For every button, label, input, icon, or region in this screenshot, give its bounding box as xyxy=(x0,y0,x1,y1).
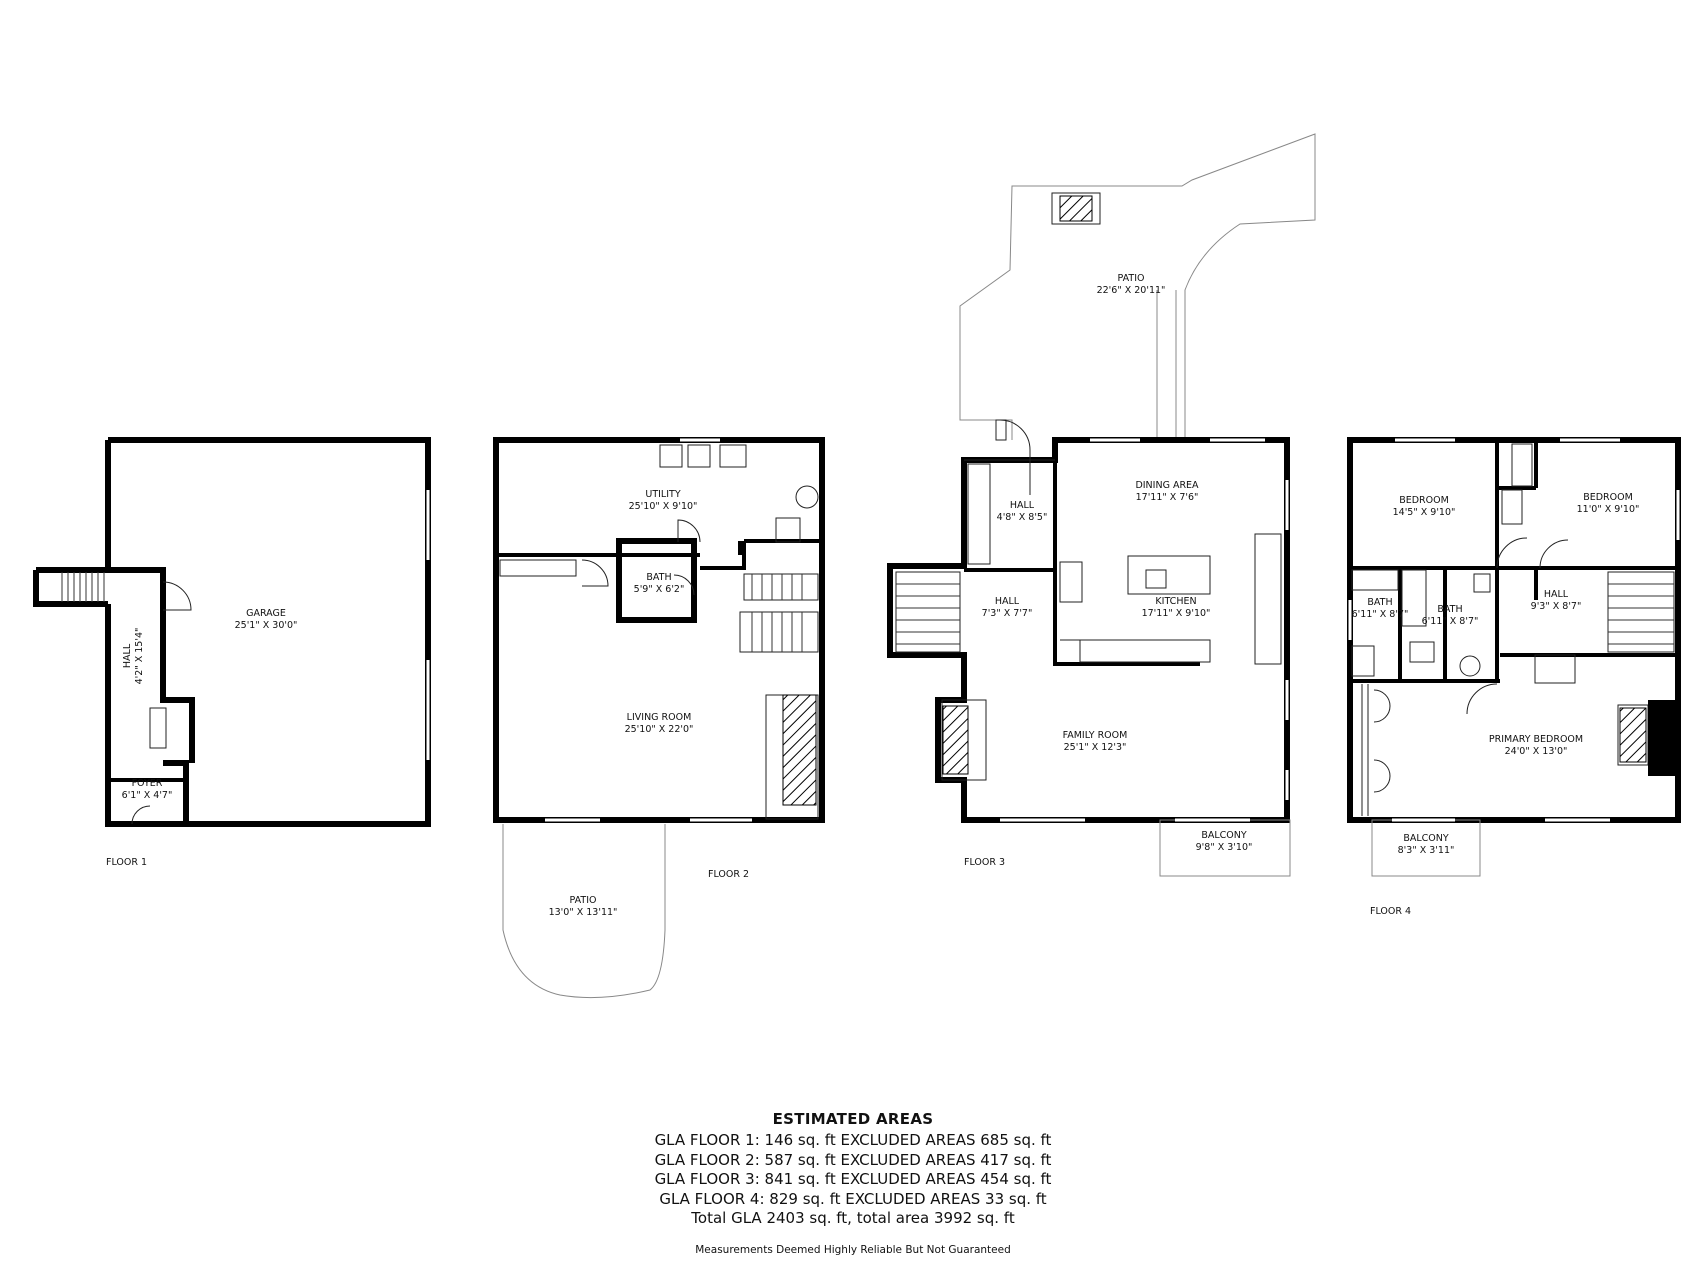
room-size: 9'8" X 3'10" xyxy=(1196,842,1253,853)
room-size: 6'1" X 4'7" xyxy=(122,790,173,801)
room-name: KITCHEN xyxy=(1155,596,1196,607)
area-line: GLA FLOOR 1: 146 sq. ft EXCLUDED AREAS 6… xyxy=(654,1131,1052,1149)
room-size: 13'0" X 13'11" xyxy=(549,907,618,918)
room-size: 11'0" X 9'10" xyxy=(1577,504,1640,515)
room-name: BEDROOM xyxy=(1399,495,1449,506)
room-name: PATIO xyxy=(570,895,597,906)
room-name: BATH xyxy=(1367,597,1392,608)
disclaimer: Measurements Deemed Highly Reliable But … xyxy=(695,1244,1011,1256)
room-name: BALCONY xyxy=(1201,830,1247,841)
floor-4-plan: FLOOR 4 xyxy=(1347,437,1681,917)
room-name: HALL xyxy=(1544,589,1569,600)
room-name: HALL xyxy=(122,643,133,668)
room-size: 25'1" X 12'3" xyxy=(1064,742,1127,753)
estimated-areas: ESTIMATED AREAS GLA FLOOR 1: 146 sq. ft … xyxy=(553,1110,1153,1229)
floor-3-patio xyxy=(959,133,1316,440)
floor-2-stairs xyxy=(739,573,819,653)
room-label: HALL4'2" X 15'4" xyxy=(122,628,145,685)
room-name: PATIO xyxy=(1118,273,1145,284)
floor-2-patio xyxy=(502,824,666,999)
room-size: 4'2" X 15'4" xyxy=(134,628,145,685)
room-name: LIVING ROOM xyxy=(627,712,692,723)
floor-3-plan: FLOOR 3 xyxy=(887,133,1316,877)
room-name: UTILITY xyxy=(645,489,680,500)
room-size: 24'0" X 13'0" xyxy=(1505,746,1568,757)
area-line: GLA FLOOR 2: 587 sq. ft EXCLUDED AREAS 4… xyxy=(654,1150,1052,1169)
room-name: HALL xyxy=(1010,500,1035,511)
room-name: BATH xyxy=(646,572,671,583)
floor-1-stairs xyxy=(61,572,105,602)
room-size: 17'11" X 7'6" xyxy=(1136,492,1199,503)
room-size: 8'3" X 3'11" xyxy=(1398,845,1455,856)
area-total: Total GLA 2403 sq. ft, total area 3992 s… xyxy=(691,1209,1015,1227)
room-size: 25'10" X 22'0" xyxy=(625,724,694,735)
room-name: PRIMARY BEDROOM xyxy=(1489,734,1583,745)
room-name: DINING AREA xyxy=(1135,480,1199,491)
floor-2-label: FLOOR 2 xyxy=(708,869,749,880)
room-size: 25'10" X 9'10" xyxy=(629,501,698,512)
floor-2-plan: FLOOR 2 xyxy=(493,437,825,999)
floor-3-stairs xyxy=(895,463,991,653)
room-size: 6'11" X 8'7" xyxy=(1422,616,1479,627)
floor-4-label: FLOOR 4 xyxy=(1370,906,1411,917)
area-line: GLA FLOOR 4: 829 sq. ft EXCLUDED AREAS 3… xyxy=(659,1189,1047,1208)
room-size: 4'8" X 8'5" xyxy=(997,512,1048,523)
room-size: 6'11" X 8'7" xyxy=(1352,609,1409,620)
hall-walls xyxy=(33,567,195,827)
room-name: HALL xyxy=(995,596,1020,607)
room-name: FOYER xyxy=(132,778,163,789)
room-name: GARAGE xyxy=(246,608,286,619)
room-name: BALCONY xyxy=(1403,833,1449,844)
room-size: 22'6" X 20'11" xyxy=(1097,285,1166,296)
floor-1-label: FLOOR 1 xyxy=(106,857,147,868)
floor-1-plan: FLOOR 1 xyxy=(33,437,431,868)
room-name: BATH xyxy=(1437,604,1462,615)
garage-walls xyxy=(105,437,431,827)
room-name: FAMILY ROOM xyxy=(1063,730,1128,741)
room-size: 7'3" X 7'7" xyxy=(982,608,1033,619)
floor-4-stairs xyxy=(1607,571,1675,653)
room-size: 5'9" X 6'2" xyxy=(634,584,685,595)
room-size: 9'3" X 8'7" xyxy=(1531,601,1582,612)
room-size: 25'1" X 30'0" xyxy=(235,620,298,631)
estimated-areas-title: ESTIMATED AREAS xyxy=(772,1110,934,1128)
room-size: 14'5" X 9'10" xyxy=(1393,507,1456,518)
room-size: 17'11" X 9'10" xyxy=(1142,608,1211,619)
floor-3-label: FLOOR 3 xyxy=(964,857,1005,868)
area-line: GLA FLOOR 3: 841 sq. ft EXCLUDED AREAS 4… xyxy=(654,1170,1052,1188)
room-name: BEDROOM xyxy=(1583,492,1633,503)
